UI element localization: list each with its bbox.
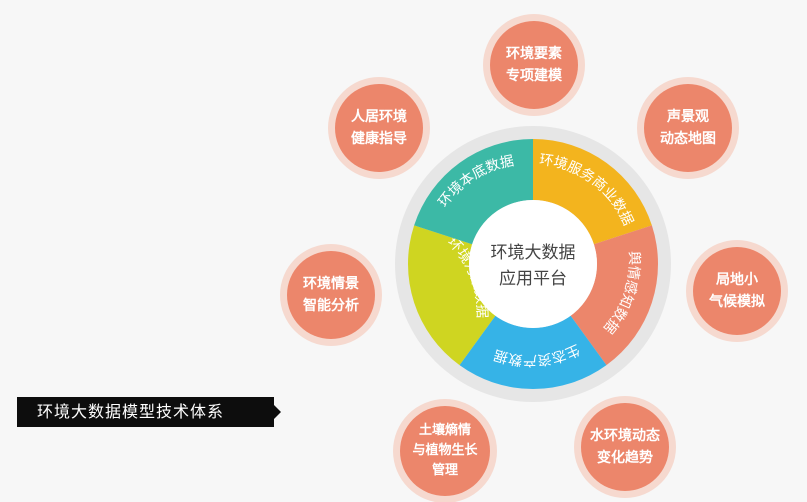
segment-baseline-data: [414, 139, 533, 245]
satellite-line: 动态地图: [660, 131, 716, 147]
satellite-soil-management: 土壤熵情 与植物生长 管理: [400, 406, 490, 496]
satellite-line: 人居环境: [351, 109, 407, 125]
segment-pollution-data: [408, 225, 496, 366]
satellite-line: 环境情景: [303, 276, 359, 292]
segment-sentiment-data: [570, 225, 658, 366]
satellite-line: 环境要素: [506, 46, 562, 62]
satellite-line: 管理: [431, 463, 458, 478]
satellite-soundscape-map: 声景观 动态地图: [644, 84, 732, 172]
center-title-line2: 应用平台: [499, 269, 567, 289]
satellite-line: 气候模拟: [709, 294, 765, 310]
satellite-water-trend: 水环境动态 变化趋势: [581, 403, 669, 491]
diagram-title: 环境大数据模型技术体系: [17, 397, 274, 427]
center-title-line1: 环境大数据: [491, 243, 576, 263]
satellite-habitat-health: 人居环境 健康指导: [335, 84, 423, 172]
satellite-environment-modeling: 环境要素 专项建模: [490, 21, 578, 109]
satellite-line: 变化趋势: [597, 450, 653, 466]
satellite-scenario-analysis: 环境情景 智能分析: [287, 251, 375, 339]
satellite-line: 声景观: [667, 109, 709, 125]
title-arrow-icon: [274, 405, 281, 419]
satellite-line: 局地小: [716, 272, 758, 288]
satellite-line: 专项建模: [506, 68, 562, 84]
satellite-line: 土壤熵情: [418, 423, 471, 438]
satellite-line: 与植物生长: [412, 443, 478, 458]
satellite-line: 健康指导: [351, 131, 407, 147]
satellite-line: 智能分析: [303, 298, 359, 314]
satellite-microclimate: 局地小 气候模拟: [693, 247, 781, 335]
segment-business-data: [533, 139, 652, 245]
segment-ecological-assets-data: [459, 315, 607, 389]
satellite-line: 水环境动态: [590, 428, 660, 444]
center-hub: [469, 200, 597, 328]
